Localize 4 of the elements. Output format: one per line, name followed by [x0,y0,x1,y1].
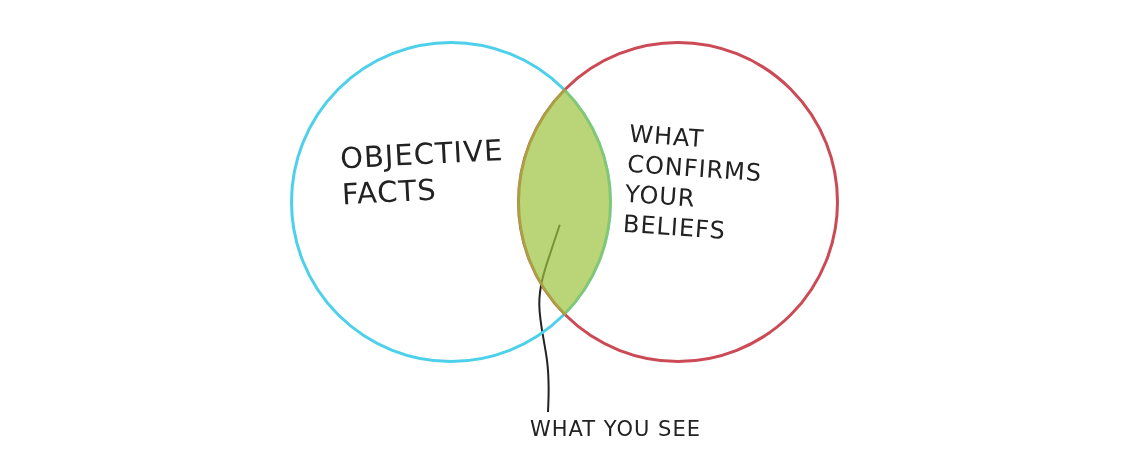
overlap-region [517,88,612,316]
circle-label: OBJECTIVE FACTS [339,131,506,213]
circle-label: WHAT CONFIRMS YOUR BELIEFS [622,118,764,247]
callout-text: WHAT YOU SEE [530,416,701,443]
